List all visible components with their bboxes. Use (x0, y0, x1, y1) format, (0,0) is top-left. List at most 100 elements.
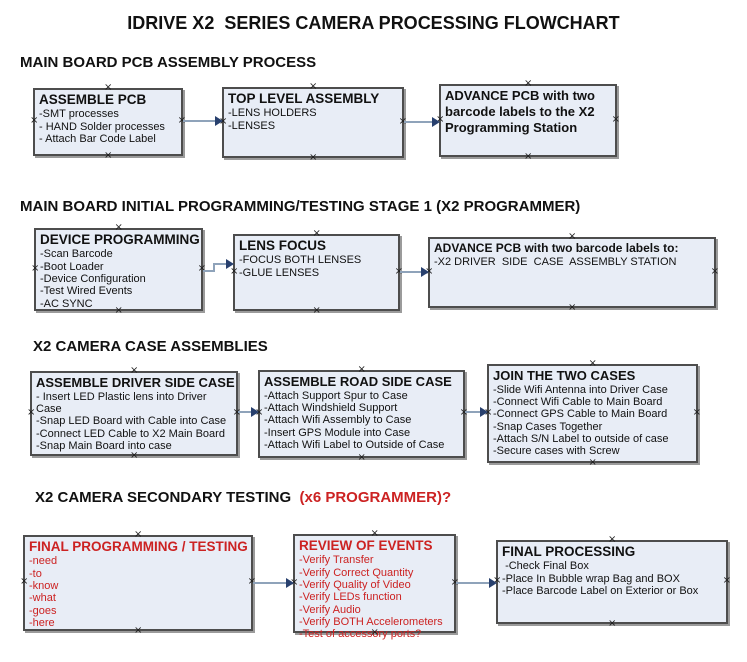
connection-handle-icon: × (20, 576, 29, 587)
box-item: -Snap LED Board with Cable into Case (36, 415, 227, 428)
arrow-head-icon (251, 407, 259, 417)
connection-handle-icon: × (130, 450, 139, 461)
connection-handle-icon: × (588, 358, 597, 369)
flow-arrow (404, 117, 440, 127)
box-title: LENS FOCUS (239, 238, 327, 253)
connection-handle-icon: × (608, 534, 617, 545)
box-item: -Verify Quality of Video (299, 579, 411, 592)
connection-handle-icon: × (134, 529, 143, 540)
box-item: -Verify BOTH Accelerometers (299, 615, 443, 628)
connection-handle-icon: × (30, 115, 39, 126)
box-advance-pcb-programming-station[interactable]: ADVANCE PCB with two barcode labels to t… (436, 79, 620, 162)
box-item: -Attach S/N Label to outside of case (493, 433, 669, 446)
arrow-line (400, 271, 421, 273)
connection-handle-icon: × (357, 452, 366, 463)
flowchart-title: IDRIVE X2 SERIES CAMERA PROCESSING FLOWC… (127, 13, 620, 33)
box-item: -Verify Audio (299, 603, 361, 616)
flow-arrow (238, 407, 259, 417)
box-item: - Insert LED Plastic lens into Driver Ca… (36, 390, 210, 416)
box-title: REVIEW OF EVENTS (299, 538, 433, 553)
box-item: -Insert GPS Module into Case (264, 426, 411, 439)
section-heading-secondary-testing: X2 CAMERA SECONDARY TESTING (x6 PROGRAMM… (35, 489, 451, 506)
box-item: -Device Configuration (40, 273, 146, 286)
box-assemble-road-side-case[interactable]: ASSEMBLE ROAD SIDE CASE -Attach Support … (255, 365, 468, 463)
flow-arrow (183, 116, 223, 126)
connection-handle-icon: × (710, 265, 719, 277)
arrow-head-icon (286, 578, 294, 588)
section-heading-text: X2 CAMERA SECONDARY TESTING (35, 489, 300, 506)
arrow-head-icon (489, 578, 497, 588)
box-item: -X2 DRIVER SIDE CASE ASSEMBLY STATION (434, 255, 677, 268)
box-item: -FOCUS BOTH LENSES (239, 254, 362, 267)
box-item: -Scan Barcode (40, 248, 113, 261)
connection-handle-icon: × (568, 231, 577, 242)
box-item: -Place In Bubble wrap Bag and BOX (502, 572, 680, 585)
box-item: -Attach Wifi Assembly to Case (264, 414, 412, 427)
box-item: -LENSES (228, 119, 276, 132)
connection-handle-icon: × (312, 228, 321, 239)
section-heading-pcb-assembly: MAIN BOARD PCB ASSEMBLY PROCESS (20, 54, 317, 71)
box-title: DEVICE PROGRAMMING (40, 232, 200, 247)
box-join-the-two-cases[interactable]: JOIN THE TWO CASES -Slide Wifi Antenna i… (484, 359, 701, 468)
box-item: -what (29, 592, 56, 605)
box-item: -SMT processes (39, 108, 119, 121)
arrow-head-icon (480, 407, 488, 417)
connection-handle-icon: × (524, 151, 533, 162)
connection-handle-icon: × (130, 365, 139, 376)
box-item: -Place Barcode Label on Exterior or Box (502, 585, 699, 598)
box-item: -Test Wired Events (40, 285, 133, 298)
box-item: -Attach Wifi Label to Outside of Case (264, 439, 445, 452)
connection-handle-icon: × (568, 302, 577, 313)
connection-handle-icon: × (104, 82, 113, 93)
box-item: -need (29, 555, 58, 568)
arrow-line (253, 582, 286, 584)
box-item: -Attach Windshield Support (264, 402, 398, 415)
box-title: ASSEMBLE PCB (39, 92, 147, 107)
connection-handle-icon: × (309, 81, 318, 92)
arrow-line (238, 411, 251, 413)
box-item: -Verify Transfer (299, 554, 374, 567)
connection-handle-icon: × (524, 78, 533, 89)
box-item: -Check Final Box (502, 560, 589, 573)
box-assemble-driver-side-case[interactable]: ASSEMBLE DRIVER SIDE CASE - Insert LED P… (27, 366, 241, 461)
box-item: - HAND Solder processes (39, 120, 165, 133)
box-advance-pcb-driver-side[interactable]: ADVANCE PCB with two barcode labels to: … (425, 232, 719, 313)
section-heading-case-assemblies: X2 CAMERA CASE ASSEMBLIES (33, 338, 268, 355)
box-item: -Slide Wifi Antenna into Driver Case (493, 383, 668, 396)
arrow-line (465, 411, 480, 413)
box-item: -Connect Wifi Cable to Main Board (493, 396, 663, 409)
flow-arrow-elbow (203, 259, 234, 272)
connection-handle-icon: × (370, 528, 379, 539)
flow-arrow (253, 578, 294, 588)
box-item: -Connect LED Cable to X2 Main Board (36, 427, 225, 440)
box-item: -Boot Loader (40, 260, 104, 273)
box-title: ASSEMBLE DRIVER SIDE CASE (36, 375, 235, 390)
box-final-programming-testing[interactable]: FINAL PROGRAMMING / TESTING -need -to -k… (20, 530, 256, 636)
box-item: -Verify LEDs function (299, 591, 402, 604)
box-title: JOIN THE TWO CASES (493, 368, 636, 383)
arrow-line (183, 120, 215, 122)
box-item: -Snap Main Board into case (36, 440, 172, 453)
flow-arrow (400, 267, 429, 277)
arrow-head-icon (215, 116, 223, 126)
box-top-level-assembly[interactable]: TOP LEVEL ASSEMBLY -LENS HOLDERS -LENSES… (219, 82, 407, 163)
box-title: TOP LEVEL ASSEMBLY (228, 91, 380, 106)
box-lens-focus[interactable]: LENS FOCUS -FOCUS BOTH LENSES -GLUE LENS… (230, 229, 403, 316)
box-device-programming[interactable]: DEVICE PROGRAMMING -Scan Barcode -Boot L… (31, 223, 206, 316)
box-review-of-events[interactable]: REVIEW OF EVENTS -Verify Transfer -Verif… (290, 529, 459, 641)
box-item: -here (29, 616, 55, 629)
box-item: -Connect GPS Cable to Main Board (493, 408, 668, 421)
box-title: FINAL PROGRAMMING / TESTING (29, 539, 248, 554)
box-item: -GLUE LENSES (239, 266, 320, 279)
box-final-processing[interactable]: FINAL PROCESSING -Check Final Box -Place… (493, 535, 731, 629)
connection-handle-icon: × (692, 406, 701, 418)
flow-arrow (456, 578, 497, 588)
arrow-line (404, 121, 432, 123)
box-item: -Secure cases with Screw (493, 445, 620, 458)
flow-arrow (465, 407, 488, 417)
box-title: ADVANCE PCB with two barcode labels to t… (445, 88, 595, 135)
connection-handle-icon: × (104, 150, 113, 161)
box-assemble-pcb[interactable]: ASSEMBLE PCB -SMT processes - HAND Solde… (30, 83, 186, 161)
connection-handle-icon: × (611, 113, 620, 125)
box-title: ADVANCE PCB with two barcode labels to: (434, 241, 679, 255)
